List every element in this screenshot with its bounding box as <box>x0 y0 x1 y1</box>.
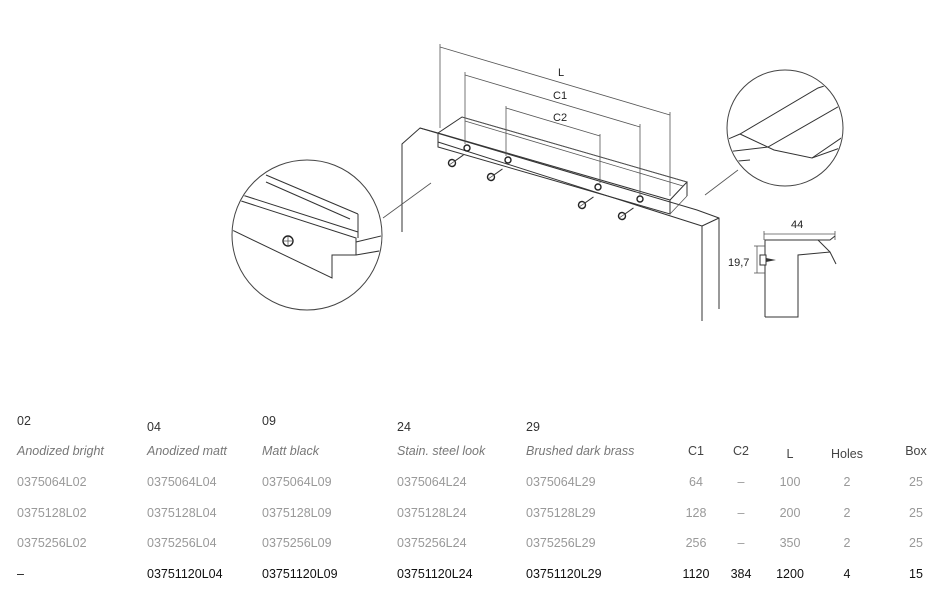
article-number: 0375256L29 <box>526 536 596 550</box>
box-value: 25 <box>909 536 923 550</box>
article-number: 0375064L09 <box>262 475 332 489</box>
article-number: 0375064L29 <box>526 475 596 489</box>
column-header-c2: C2 <box>733 444 749 458</box>
finish-code: 29 <box>526 420 540 434</box>
dim-label-C2: C2 <box>553 112 567 124</box>
column-header-c1: C1 <box>688 444 704 458</box>
article-number: 0375128L24 <box>397 506 467 520</box>
finish-name: Matt black <box>262 444 319 458</box>
holes-value: 2 <box>843 506 851 520</box>
article-number: 0375064L24 <box>397 475 467 489</box>
finish-code: 02 <box>17 414 31 428</box>
c1-value: 64 <box>689 475 703 489</box>
l-value: 200 <box>779 506 801 520</box>
dim-label-width: 44 <box>791 219 803 231</box>
holes-value: 4 <box>843 567 851 581</box>
article-number: 0375128L29 <box>526 506 596 520</box>
article-number: 0375128L02 <box>17 506 87 520</box>
c2-value: – <box>737 536 745 550</box>
finish-name: Stain. steel look <box>397 444 486 458</box>
c1-value: 128 <box>685 506 707 520</box>
technical-drawing: L C1 C2 <box>231 44 844 321</box>
detail-circle-right <box>704 69 844 196</box>
article-number: 0375256L04 <box>147 536 217 550</box>
finish-name: Anodized bright <box>17 444 104 458</box>
c1-value: 256 <box>685 536 707 550</box>
l-value: 100 <box>779 475 801 489</box>
mounting-hole <box>636 195 644 203</box>
article-number: 0375064L04 <box>147 475 217 489</box>
article-number: 0375064L02 <box>17 475 87 489</box>
dim-label-height: 19,7 <box>728 257 749 269</box>
box-value: 25 <box>909 506 923 520</box>
finish-code: 24 <box>397 420 411 434</box>
holes-value: 2 <box>843 475 851 489</box>
article-number: 03751120L24 <box>397 567 473 581</box>
screws <box>447 154 634 221</box>
article-number: 0375128L04 <box>147 506 217 520</box>
c2-value: – <box>737 475 745 489</box>
dim-label-C1: C1 <box>553 90 567 102</box>
box-value: 15 <box>909 567 923 581</box>
dim-label-L: L <box>558 67 564 79</box>
finish-code: 09 <box>262 414 276 428</box>
article-number: 0375256L24 <box>397 536 467 550</box>
article-number: 0375128L09 <box>262 506 332 520</box>
box-value: 25 <box>909 475 923 489</box>
detail-circle-left <box>231 159 432 311</box>
c2-value: 384 <box>730 567 752 581</box>
article-number: 03751120L09 <box>262 567 338 581</box>
article-number: – <box>17 567 24 581</box>
article-number: 03751120L29 <box>526 567 602 581</box>
mounting-hole <box>594 183 602 191</box>
column-header-l: L <box>786 447 794 461</box>
profile-section <box>754 231 837 318</box>
holes-value: 2 <box>843 536 851 550</box>
l-value: 1200 <box>776 567 804 581</box>
door-panel <box>401 127 720 321</box>
article-number: 0375256L09 <box>262 536 332 550</box>
column-header-box: Box <box>905 444 927 458</box>
finish-name: Brushed dark brass <box>526 444 635 458</box>
l-value: 350 <box>779 536 801 550</box>
article-number: 03751120L04 <box>147 567 223 581</box>
column-header-holes: Holes <box>831 447 863 461</box>
c2-value: – <box>737 506 745 520</box>
finish-name: Anodized matt <box>147 444 227 458</box>
handle-profile <box>436 116 688 215</box>
dimension-lines <box>439 44 671 196</box>
article-number: 0375256L02 <box>17 536 87 550</box>
mounting-hole <box>504 156 512 164</box>
c1-value: 1120 <box>682 567 710 581</box>
finish-code: 04 <box>147 420 161 434</box>
mounting-hole <box>463 144 471 152</box>
